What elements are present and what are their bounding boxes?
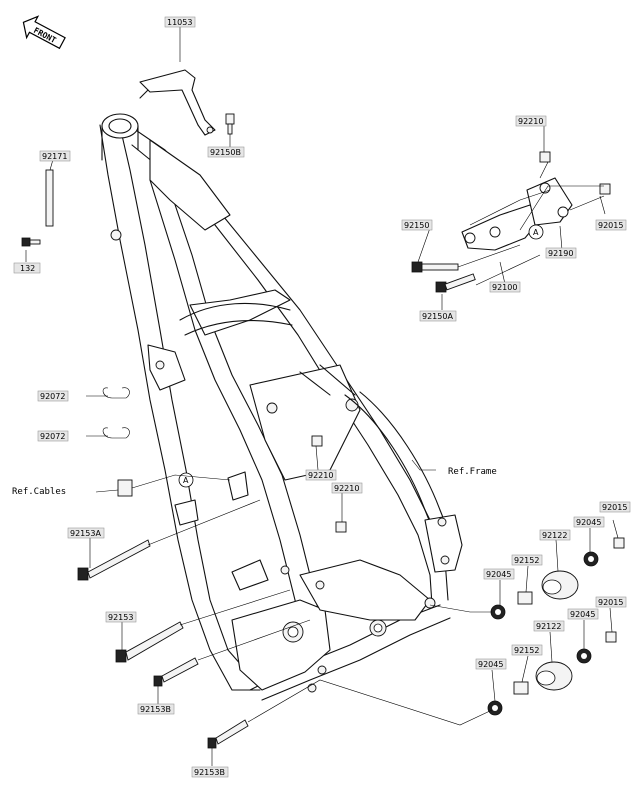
svg-text:92190: 92190 (548, 249, 573, 258)
part-label-92152-r2: 92152 (511, 644, 543, 656)
circlip-icon (102, 387, 130, 399)
engine-mount-bracket-part (461, 177, 573, 251)
motorcycle-frame (99, 113, 463, 701)
strap-part (45, 169, 54, 227)
nut-icon (335, 521, 347, 533)
svg-text:92152: 92152 (514, 646, 539, 655)
circlip-icon (102, 427, 130, 439)
part-label-92153A: 92153A (67, 527, 105, 539)
svg-text:92150B: 92150B (210, 148, 241, 157)
bolt-icon (225, 113, 235, 135)
svg-text:A: A (183, 476, 189, 485)
ref-cables-label: Ref.Cables (12, 487, 66, 497)
part-label-92015-r1: 92015 (599, 501, 631, 513)
part-label-132: 132 (13, 262, 41, 274)
svg-text:92100: 92100 (492, 283, 517, 292)
part-label-92153B-b: 92153B (191, 766, 229, 778)
svg-text:92150A: 92150A (422, 312, 453, 321)
part-label-92171: 92171 (39, 150, 71, 162)
svg-text:92171: 92171 (42, 152, 67, 161)
cable-clip-icon (117, 479, 133, 497)
part-label-92150B: 92150B (207, 146, 245, 158)
part-label-92150: 92150 (401, 219, 433, 231)
small-bolt-icon (21, 237, 41, 247)
svg-text:92210: 92210 (308, 471, 333, 480)
nut-icon (599, 183, 611, 195)
part-label-92072-a: 92072 (37, 390, 69, 402)
svg-text:92152: 92152 (514, 556, 539, 565)
ref-frame-label: Ref.Frame (448, 467, 497, 477)
svg-text:92153A: 92153A (70, 529, 101, 538)
svg-text:A: A (533, 228, 539, 237)
svg-text:92150: 92150 (404, 221, 429, 230)
part-label-92045-r1: 92045 (573, 516, 605, 528)
front-arrow-icon: FRONT (22, 15, 66, 50)
hardware-set-lower (487, 631, 617, 716)
part-label-92150A: 92150A (419, 310, 457, 322)
svg-text:92045: 92045 (570, 610, 595, 619)
svg-text:92045: 92045 (486, 570, 511, 579)
svg-text:92210: 92210 (518, 117, 543, 126)
part-label-92210-top: 92210 (515, 115, 547, 127)
part-label-92015-r2: 92015 (595, 596, 627, 608)
svg-text:92015: 92015 (602, 503, 627, 512)
part-label-92210-mid: 92210 (305, 469, 337, 481)
svg-text:92072: 92072 (40, 392, 65, 401)
svg-text:Ref.Frame: Ref.Frame (448, 467, 497, 477)
svg-text:Ref.Cables: Ref.Cables (12, 487, 66, 497)
nut-icon (311, 435, 323, 447)
svg-text:92072: 92072 (40, 432, 65, 441)
long-bolt-icon (153, 657, 199, 687)
svg-text:132: 132 (20, 264, 35, 273)
callout-a-marker: A (178, 472, 194, 488)
part-label-92015-top: 92015 (595, 219, 627, 231)
svg-text:11053: 11053 (167, 18, 192, 27)
callout-a-marker: A (528, 224, 544, 240)
bracket-part (139, 69, 216, 136)
part-label-92072-b: 92072 (37, 430, 69, 442)
svg-text:92153B: 92153B (140, 705, 171, 714)
svg-text:92153B: 92153B (194, 768, 225, 777)
svg-text:92045: 92045 (478, 660, 503, 669)
svg-text:92122: 92122 (542, 531, 567, 540)
part-label-92153: 92153 (105, 611, 137, 623)
part-label-11053: 11053 (164, 16, 196, 28)
part-label-92153B-a: 92153B (137, 703, 175, 715)
nut-icon (539, 151, 551, 163)
svg-text:92153: 92153 (108, 613, 133, 622)
bolt-icon (411, 261, 459, 273)
part-label-92045-l1: 92045 (483, 568, 515, 580)
part-label-92210-low: 92210 (331, 482, 363, 494)
part-label-92045-r2: 92045 (567, 608, 599, 620)
long-bolt-icon (115, 621, 184, 663)
bolt-icon (435, 273, 476, 293)
part-label-92122-r1: 92122 (539, 529, 571, 541)
part-label-92152-r1: 92152 (511, 554, 543, 566)
part-label-92045-l2: 92045 (475, 658, 507, 670)
svg-text:92122: 92122 (536, 622, 561, 631)
svg-text:92015: 92015 (598, 221, 623, 230)
long-bolt-icon (207, 719, 249, 749)
long-bolt-icon (77, 539, 151, 581)
part-label-92100: 92100 (489, 281, 521, 293)
leader-lines (25, 26, 619, 766)
svg-text:92045: 92045 (576, 518, 601, 527)
part-label-92190: 92190 (545, 247, 577, 259)
svg-text:92015: 92015 (598, 598, 623, 607)
hardware-set-upper (490, 537, 625, 620)
part-label-92122-r2: 92122 (533, 620, 565, 632)
svg-text:92210: 92210 (334, 484, 359, 493)
